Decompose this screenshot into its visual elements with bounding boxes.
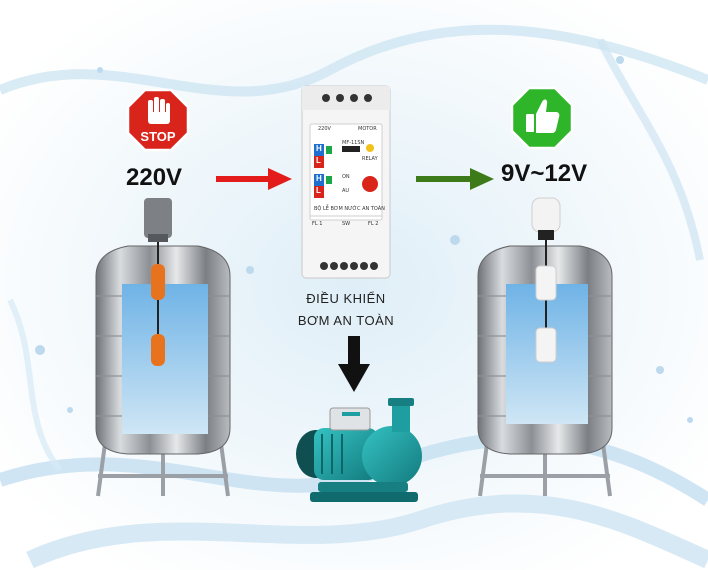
stop-sign	[126, 88, 190, 152]
pump-controller: 220V MOTOR MF-11SN RELAY H L H L ON AU B…	[296, 84, 396, 280]
left-water-tank	[95, 198, 231, 497]
controller-caption: ĐIỀU KHIỂN BƠM AN TOÀN	[286, 288, 406, 332]
upper-float	[151, 264, 165, 300]
caption-line-1: ĐIỀU KHIỂN	[306, 291, 386, 306]
right-voltage-label: 9V~12V	[501, 160, 588, 187]
left-voltage-label: 220V	[126, 164, 183, 191]
lower-float	[151, 334, 165, 366]
thumbs-up-icon	[526, 99, 560, 133]
controller-relay-label: RELAY	[362, 156, 378, 162]
controller-model: MF-11SN	[342, 140, 365, 146]
row2-h: H	[316, 174, 322, 183]
water-pump	[296, 398, 422, 502]
caption-line-2: BƠM AN TOÀN	[297, 313, 395, 328]
ok-sign	[510, 86, 574, 150]
right-water-tank	[477, 197, 613, 497]
au-label: AU	[342, 188, 350, 194]
row1-l: L	[316, 156, 321, 165]
arrow-down-icon	[338, 336, 370, 392]
row2-l: L	[316, 186, 321, 195]
fl1-label: FL 1	[312, 221, 323, 227]
fl2-label: FL 2	[368, 221, 379, 227]
row1-h: H	[316, 144, 322, 153]
stop-hand-icon	[148, 97, 170, 124]
controller-brand-line: BỘ LỄ BƠM NƯỚC AN TOÀN	[314, 206, 385, 212]
on-label: ON	[342, 174, 350, 180]
controller-motor-label: MOTOR	[358, 126, 377, 132]
sw-label: SW	[342, 221, 351, 227]
green-arrow	[416, 168, 494, 190]
red-arrow	[216, 168, 292, 190]
stop-sign-text: STOP	[140, 129, 176, 144]
controller-220v-label: 220V	[318, 126, 331, 132]
